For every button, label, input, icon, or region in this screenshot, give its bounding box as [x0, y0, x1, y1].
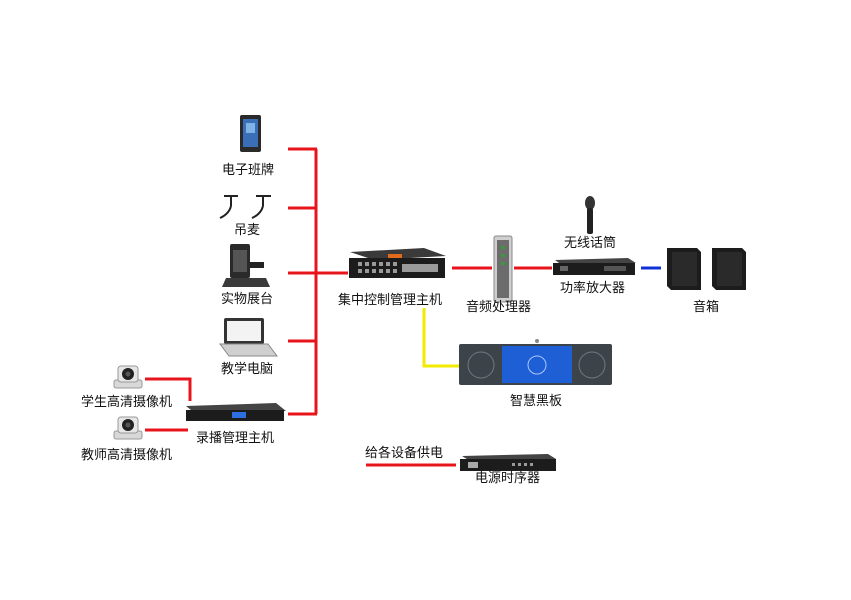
central-control-label: 集中控制管理主机: [338, 293, 443, 308]
recording-host-label: 录播管理主机: [196, 431, 275, 446]
power-sequencer-label: 电源时序器: [475, 471, 541, 486]
student-camera-wire: [145, 377, 192, 401]
handheld-microphone-icon: [585, 196, 595, 234]
ptz-camera-icon: [113, 416, 143, 440]
ptz-camera-icon: [113, 365, 143, 389]
class-sign-label: 电子班牌: [222, 163, 275, 178]
power-amp-label: 功率放大器: [560, 281, 626, 296]
teacher-camera-label: 教师高清摄像机: [81, 448, 173, 463]
speaker-icon: [667, 248, 746, 290]
speakers-label: 音箱: [693, 300, 720, 315]
rack-unit-icon: [186, 403, 286, 421]
audio-processor-icon: [493, 235, 513, 303]
smart-blackboard-icon: [459, 339, 612, 385]
smart-board-label: 智慧黑板: [510, 394, 563, 409]
laptop-icon: [219, 318, 278, 357]
wireless-mic-label: 无线话筒: [564, 236, 617, 251]
power-sequencer-icon: [460, 454, 556, 471]
teaching-pc-label: 教学电脑: [221, 362, 274, 377]
audio-processor-label: 音频处理器: [466, 300, 532, 315]
amplifier-icon: [553, 258, 636, 275]
power-note-label: 给各设备供电: [365, 446, 444, 461]
hanging-mic-label: 吊麦: [234, 223, 261, 238]
hanging-microphone-icon: [219, 195, 271, 219]
control-wiring: [145, 147, 552, 467]
document-camera-icon: [222, 244, 270, 287]
tablet-icon: [240, 115, 261, 152]
visualizer-label: 实物展台: [221, 292, 274, 307]
student-camera-label: 学生高清摄像机: [81, 395, 173, 410]
video-wire: [422, 308, 460, 368]
control-host-icon: [349, 248, 446, 278]
